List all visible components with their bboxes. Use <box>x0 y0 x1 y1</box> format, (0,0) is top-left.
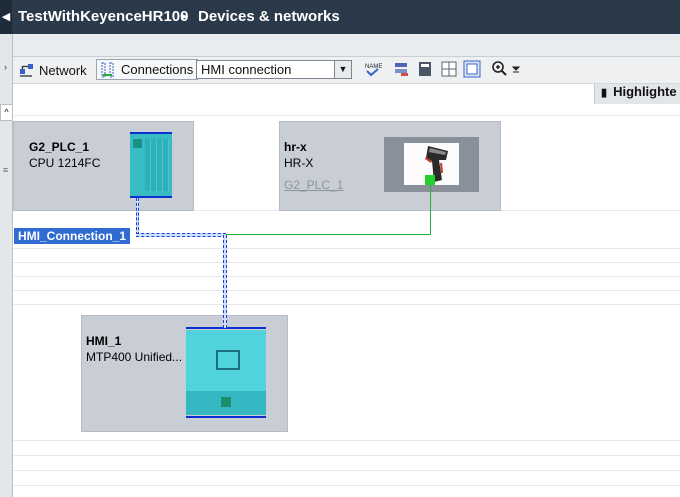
highlight-button-label: Highlighte <box>613 84 677 99</box>
connection-type-value: HMI connection <box>201 62 292 77</box>
hmi-port-icon[interactable] <box>221 397 231 407</box>
hmi-bus-line-top <box>186 327 266 329</box>
pin-icon: ▮ <box>601 87 608 99</box>
page-break-icon[interactable] <box>416 60 434 78</box>
hrx-port-icon[interactable] <box>425 175 435 185</box>
hmi-connection-segment[interactable] <box>136 233 226 237</box>
network-button-label: Network <box>39 62 87 78</box>
plc-name[interactable]: G2_PLC_1 <box>29 140 90 154</box>
collapse-left-icon[interactable]: ◀ <box>0 0 12 34</box>
scroll-up-icon[interactable]: ^ <box>0 104 13 121</box>
fit-view-icon[interactable] <box>463 60 481 78</box>
plc-io-stripes <box>145 139 169 191</box>
chevron-down-icon[interactable]: ▼ <box>334 61 351 78</box>
grid-line <box>13 485 680 486</box>
hrx-type: HR-X <box>284 156 314 170</box>
hmi-bus-line-bottom <box>186 416 266 418</box>
hmi-screen-icon <box>216 350 240 370</box>
hrx-name[interactable]: hr-x <box>284 140 307 154</box>
expand-arrow-icon[interactable]: › <box>4 62 7 72</box>
view-tabs-bar <box>13 34 680 57</box>
left-side-strip <box>0 0 13 497</box>
grid-line <box>13 290 680 291</box>
title-bar <box>0 0 680 34</box>
connections-icon <box>101 62 114 77</box>
breadcrumb-view: Devices & networks <box>198 8 340 25</box>
highlight-button[interactable]: ▮ Highlighte <box>594 84 680 104</box>
zoom-in-icon[interactable] <box>491 60 509 78</box>
breadcrumb-project[interactable]: TestWithKeyenceHR100 <box>18 8 189 25</box>
hmi-connection-segment[interactable] <box>223 235 227 328</box>
grid-line <box>13 248 680 249</box>
grid-line <box>13 304 680 305</box>
hrx-assigned-plc-link[interactable]: G2_PLC_1 <box>284 178 344 192</box>
grid-line <box>13 455 680 456</box>
grid-line <box>13 470 680 471</box>
connection-type-select[interactable]: HMI connection ▼ <box>196 60 352 79</box>
grid-line <box>13 115 680 116</box>
network-button[interactable]: Network <box>18 60 87 80</box>
highlight-bar <box>13 84 680 104</box>
show-names-icon[interactable]: NAME <box>364 60 382 78</box>
grip-icon[interactable]: ≡ <box>2 165 9 175</box>
plc-bus-line-bottom <box>130 196 172 198</box>
svg-text:NAME: NAME <box>365 64 382 70</box>
plc-type: CPU 1214FC <box>29 156 101 170</box>
grid-line <box>13 276 680 277</box>
device-overview-icon[interactable] <box>393 60 411 78</box>
grid-line <box>13 262 680 263</box>
connections-button-label: Connections <box>121 62 194 77</box>
grid-line <box>13 440 680 441</box>
hmi-connection-segment[interactable] <box>136 198 139 235</box>
zoom-dropdown-icon[interactable] <box>510 60 528 78</box>
profinet-line-vertical[interactable] <box>430 185 431 235</box>
barcode-scanner-icon <box>425 146 448 182</box>
hmi-name[interactable]: HMI_1 <box>86 334 122 348</box>
plc-port-icon[interactable] <box>133 139 142 148</box>
network-icon <box>20 64 33 77</box>
grid-icon[interactable] <box>440 60 458 78</box>
breadcrumb-separator-icon: ▸ <box>181 8 188 23</box>
connection-label[interactable]: HMI_Connection_1 <box>14 228 130 244</box>
plc-bus-line-top <box>130 132 172 134</box>
hmi-type: MTP400 Unified... <box>86 350 183 364</box>
profinet-line-horizontal[interactable] <box>226 234 431 235</box>
connections-button[interactable]: Connections <box>96 59 199 80</box>
